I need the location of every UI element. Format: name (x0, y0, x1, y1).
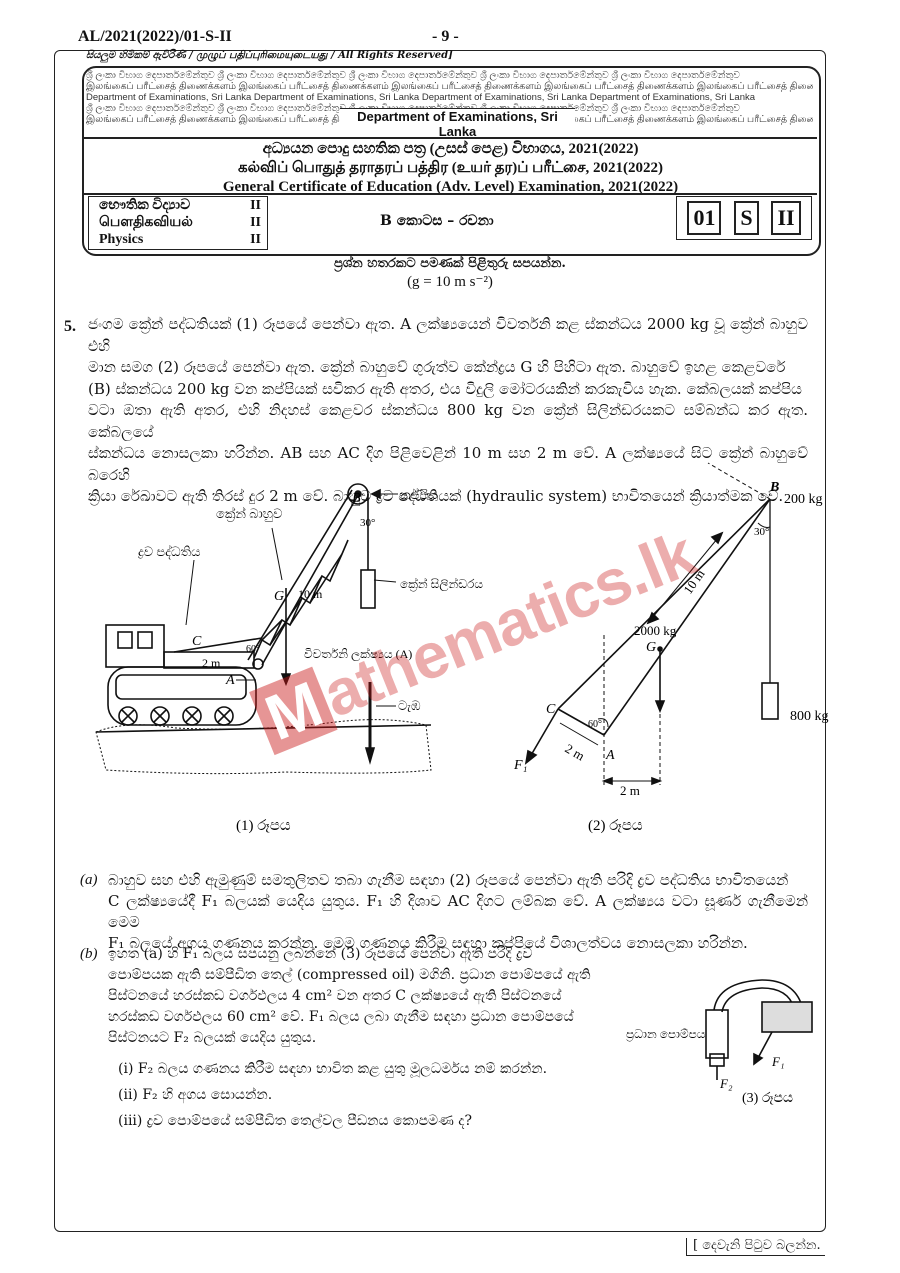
part-b-label: (b) (80, 946, 98, 962)
fig1-caption: (1) රූපය (236, 818, 291, 834)
intro-line: ක්‍රියා රේඛාවට ඇති තිරස් දුර 2 m වේ. බාහ… (88, 487, 784, 505)
fig2-length-horizontal: 2 m (620, 783, 640, 798)
part-b-text: ඉහත (a) හි F₁ බලය සපයනු ලබන්නේ (3) රූපයේ… (108, 944, 648, 1049)
intro-line: වටා ඔතා ඇති අතර, එහි නිදහස් කෙළවර ස්කන්ධ… (88, 401, 808, 441)
fig1-point-g: G (274, 589, 284, 604)
fig1-point-c: C (192, 634, 202, 649)
part-a-text: බාහුව සහ එහි ඇමුණුම් සමතුලිතව තබා ගැනීම … (108, 870, 808, 954)
question-number: 5. (64, 318, 76, 335)
fig3-caption: (3) රූපය (742, 1090, 793, 1106)
intro-line: ස්කන්ධය නොසලකා හරින්න. AB සහ AC දිග පිළි… (88, 444, 808, 484)
figure-2-force-diagram: B 200 kg 30° 2000 kg G 10 m C 60° 2 m A … (513, 462, 829, 834)
subject-row: பௌதிகவியல் II (89, 214, 267, 231)
part-a-line: F₁ බලයේ අගය ගණනය කරන්න. මෙම ගණනය කිරීම ස… (108, 934, 748, 952)
figure-1-crane: B 30° G 10 m C 60° 2 m A ක්‍රේන් බාහුව ක… (95, 483, 483, 834)
part-b-line: පිස්ටනයට F₂ බලයක් යෙදිය යුතුය. (108, 1030, 317, 1046)
fig2-point-b: B (769, 480, 779, 495)
header-divider (84, 137, 817, 139)
part-a-label: (a) (80, 872, 98, 888)
subquestion-iii: (iii) ද්‍රව පොම්පයේ සම්පීඩිත තෙල්වල පීඩන… (118, 1113, 473, 1129)
intro-line: (B) ස්කන්ධය 200 kg වන කප්පියක් සවිකර ඇති… (88, 379, 802, 398)
fig1-point-b: B (352, 491, 361, 506)
subject-name: பௌதிகவியல் (99, 215, 193, 230)
section-title: B කොටස – රචනා (380, 213, 494, 229)
page-frame (54, 50, 826, 1232)
fig1-point-a: A (225, 673, 235, 688)
part-a-line: බාහුව සහ එහි ඇමුණුම් සමතුලිතව තබා ගැනීම … (108, 871, 789, 889)
turn-over-note: [ දෙවැනි පිටුව බලන්න. (686, 1238, 825, 1256)
fig1-label-pulley: කප්පිය (400, 487, 438, 502)
fig1-label-cylinder: ක්‍රේන් සිලින්ඩරය (400, 577, 483, 592)
page-number: - 9 - (432, 28, 459, 45)
part-b-line: පිස්ටනයේ හරස්කඩ වර්ගඵලය 4 cm² වන අතර C ල… (108, 988, 562, 1004)
subquestion-ii: (ii) F₂ හි අගය සොයන්න. (118, 1087, 273, 1103)
fig1-length-10m: 10 m (298, 587, 323, 601)
fig2-point-g: G (646, 640, 656, 655)
fig2-force-f1: F₁ (513, 758, 527, 773)
exam-title-sinhala: අධ්‍යයන පොදු සහතික පත්‍ර (උසස් පෙළ) විභා… (262, 141, 639, 157)
fig1-label-boom: ක්‍රේන් බාහුව (216, 506, 282, 522)
subject-name: Physics (99, 232, 144, 247)
fig1-angle-60: 60° (246, 644, 260, 655)
intro-line: මාන සමග (2) රූපයේ පෙන්වා ඇත. ක්‍රේන් බාහ… (88, 358, 786, 376)
subject-part: II (250, 232, 261, 247)
subject-code-box: 01 S II (676, 196, 812, 240)
fig3-force-f1: F₁ (771, 1054, 784, 1069)
fig2-length-ac: 2 m (563, 741, 588, 764)
subject-name: භෞතික විද්‍යාව (99, 198, 191, 213)
paper-code: AL/2021(2022)/01-S-II (78, 28, 232, 45)
fig1-label-pile: ටැඹ (398, 698, 421, 713)
fig2-mass-pulley: 200 kg (784, 492, 823, 507)
gravity-value: (g = 10 m s⁻²) (407, 274, 493, 290)
subject-row: Physics II (89, 231, 267, 248)
rights-reserved: සියලුම හිමිකම් ඇවිරිණි / முழுப் பதிப்புர… (86, 50, 453, 61)
subject-box: භෞතික විද්‍යාව II பௌதிகவியல் II Physics II (88, 196, 268, 250)
intro-line: ජංගම ක්‍රේන් පද්ධතියක් (1) රූපයේ පෙන්වා … (88, 315, 808, 355)
fig2-mass-boom: 2000 kg (634, 623, 677, 638)
fig3-force-f2: F₂ (719, 1076, 733, 1091)
fig1-length-2m: 2 m (202, 656, 221, 670)
part-a-line: C ලක්ෂ්‍යයේදී F₁ බලයක් යෙදිය යුතුය. F₁ හ… (108, 892, 808, 931)
subject-part: II (250, 198, 261, 213)
watermark-line: இலங்கைப் பரீட்சைத் திணைக்களம் இலங்கைப் ப… (86, 81, 813, 92)
header-divider (84, 193, 817, 195)
part-b-line: ඉහත (a) හි F₁ බලය සපයනු ලබන්නේ (3) රූපයේ… (108, 946, 533, 962)
fig1-label-pivot: විවර්තනි ලක්ෂ්‍යය (A) (304, 647, 412, 662)
exam-title-tamil: கல்விப் பொதுத் தராதரப் பத்திர (உயர் தர)ப… (237, 160, 664, 176)
subquestion-i: (i) F₂ බලය ගණනය කිරීම සඳහා භාවිත කළ යුතු… (118, 1061, 548, 1077)
part-b-line: හරස්කඩ වර්ගඵලය 60 cm² වේ. F₁ බලය ලබා ගැන… (108, 1009, 574, 1025)
fig1-label-hydraulic: ද්‍රව පද්ධතිය (138, 544, 201, 560)
code-box: II (771, 201, 801, 235)
fig2-point-a: A (605, 748, 615, 763)
part-b-subquestions: (i) F₂ බලය ගණනය කිරීම සඳහා භාවිත කළ යුතු… (118, 1056, 658, 1134)
question-intro: ජංගම ක්‍රේන් පද්ධතියක් (1) රූපයේ පෙන්වා … (88, 314, 808, 508)
subject-row: භෞතික විද්‍යාව II (89, 197, 267, 214)
watermark-line: Department of Examinations, Sri Lanka De… (86, 92, 756, 103)
code-box: 01 (687, 201, 722, 235)
fig2-mass-cylinder: 800 kg (790, 709, 829, 724)
exam-title: අධ්‍යයන පොදු සහතික පත්‍ර (උසස් පෙළ) විභා… (84, 140, 817, 197)
part-b-line: පොම්පයක ඇති සම්පීඩිත තෙල් (compressed oi… (108, 967, 591, 983)
figure-3-hydraulic-pump: ප්‍රධාන පොම්පය F₂ F₁ (3) රූපය (626, 979, 813, 1106)
fig1-angle-30: 30° (360, 517, 375, 529)
exam-header-box (82, 66, 821, 256)
subject-part: II (250, 215, 261, 230)
exam-title-english: General Certificate of Education (Adv. L… (222, 179, 679, 195)
fig2-angle-60: 60° (588, 719, 602, 730)
fig3-label-main-pump: ප්‍රධාන පොම්පය (626, 1027, 706, 1042)
code-box: S (734, 201, 759, 235)
instruction: ප්‍රශ්න හතරකට පමණක් පිළිතුරු සපයන්න. (334, 256, 566, 271)
fig2-caption: (2) රූපය (588, 818, 643, 834)
fig2-point-c: C (546, 702, 556, 717)
watermark-line: ශ්‍රී ලංකා විභාග දෙපාර්තමේන්තුව ශ්‍රී ලං… (86, 70, 741, 81)
department-name: Department of Examinations, Sri Lanka (340, 108, 575, 139)
fig2-angle-30: 30° (754, 526, 769, 538)
